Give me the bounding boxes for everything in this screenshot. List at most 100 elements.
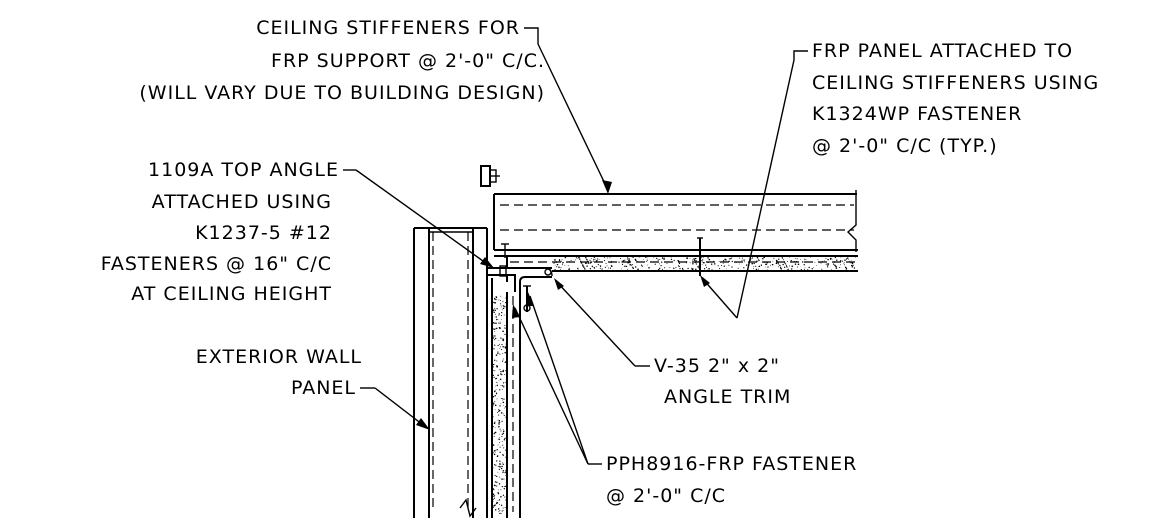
texture-speck xyxy=(624,259,626,261)
texture-speck xyxy=(692,268,694,270)
texture-speck xyxy=(494,401,496,403)
texture-speck xyxy=(558,259,561,262)
texture-speck xyxy=(498,327,501,329)
frp-ceiling-panel xyxy=(494,255,858,272)
texture-speck xyxy=(645,256,647,259)
texture-speck xyxy=(494,331,496,332)
texture-speck xyxy=(493,436,495,437)
texture-speck xyxy=(492,488,494,490)
texture-speck xyxy=(502,338,504,340)
texture-speck xyxy=(502,370,504,372)
texture-speck xyxy=(587,260,589,263)
texture-speck xyxy=(501,462,503,464)
texture-speck xyxy=(496,485,498,487)
texture-speck xyxy=(500,496,502,498)
texture-speck xyxy=(495,464,497,466)
texture-speck xyxy=(500,478,502,479)
texture-speck xyxy=(609,267,611,269)
texture-speck xyxy=(498,299,500,301)
texture-speck xyxy=(659,263,661,265)
texture-speck xyxy=(497,374,499,377)
texture-speck xyxy=(494,370,496,372)
texture-speck xyxy=(500,412,503,414)
texture-speck xyxy=(495,296,498,299)
texture-speck xyxy=(577,268,579,270)
texture-speck xyxy=(496,481,498,484)
texture-speck xyxy=(498,423,500,425)
texture-speck xyxy=(499,476,501,478)
texture-speck xyxy=(756,260,758,262)
texture-speck xyxy=(585,257,587,259)
texture-speck xyxy=(505,499,507,501)
texture-speck xyxy=(497,419,499,421)
texture-speck xyxy=(562,263,564,265)
texture-speck xyxy=(505,406,507,408)
texture-speck xyxy=(702,257,704,259)
texture-speck xyxy=(670,258,673,261)
texture-speck xyxy=(590,261,593,263)
texture-speck xyxy=(502,330,504,333)
texture-speck xyxy=(492,311,494,313)
texture-speck xyxy=(496,381,498,383)
texture-speck xyxy=(781,257,783,259)
texture-speck xyxy=(763,261,765,264)
texture-speck xyxy=(710,263,713,265)
texture-speck xyxy=(493,311,495,314)
texture-speck xyxy=(499,299,501,302)
exterior-wall-panel xyxy=(413,227,488,518)
texture-speck xyxy=(500,467,503,470)
texture-speck xyxy=(794,260,796,262)
texture-speck xyxy=(505,370,507,372)
texture-speck xyxy=(497,351,499,353)
texture-speck xyxy=(498,419,501,422)
texture-speck xyxy=(501,311,503,314)
texture-speck xyxy=(505,456,507,458)
texture-speck xyxy=(682,268,684,271)
texture-speck xyxy=(693,258,695,260)
texture-speck xyxy=(836,259,838,261)
texture-speck xyxy=(803,269,805,271)
texture-speck xyxy=(705,264,707,266)
texture-speck xyxy=(673,267,675,270)
texture-speck xyxy=(495,316,497,318)
texture-speck xyxy=(707,269,709,271)
texture-speck xyxy=(697,267,699,269)
texture-speck xyxy=(499,353,501,355)
texture-speck xyxy=(493,366,495,368)
texture-speck xyxy=(593,268,595,270)
texture-speck xyxy=(739,263,740,265)
texture-speck xyxy=(781,256,783,258)
texture-speck xyxy=(493,498,495,500)
texture-speck xyxy=(756,260,758,263)
texture-speck xyxy=(751,262,753,265)
texture-speck xyxy=(502,346,504,348)
texture-speck xyxy=(689,257,691,259)
texture-speck xyxy=(584,262,587,265)
texture-speck xyxy=(743,267,745,269)
texture-speck xyxy=(500,397,502,400)
texture-speck xyxy=(620,258,621,259)
texture-speck xyxy=(588,262,590,265)
texture-speck xyxy=(598,261,600,263)
texture-speck xyxy=(502,398,504,400)
texture-speck xyxy=(604,260,606,262)
texture-speck xyxy=(493,450,496,452)
texture-speck xyxy=(500,430,502,432)
texture-speck xyxy=(554,269,556,271)
texture-speck xyxy=(624,265,626,267)
texture-speck xyxy=(497,499,499,501)
texture-speck xyxy=(501,360,503,363)
texture-speck xyxy=(788,268,789,270)
texture-speck xyxy=(625,266,626,268)
texture-speck xyxy=(503,404,504,406)
texture-speck xyxy=(621,268,622,270)
exterior-wall-line2: PANEL xyxy=(291,377,356,399)
texture-speck xyxy=(495,354,498,356)
texture-speck xyxy=(790,259,792,262)
texture-speck xyxy=(496,449,498,451)
texture-speck xyxy=(502,359,504,361)
texture-speck xyxy=(498,438,500,441)
texture-speck xyxy=(802,261,804,263)
texture-speck xyxy=(492,328,494,330)
